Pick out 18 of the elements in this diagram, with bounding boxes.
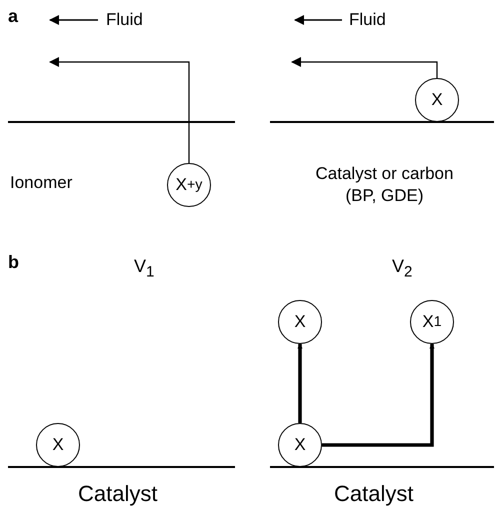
fluid-label: Fluid	[106, 10, 143, 30]
surface-label: Catalyst or carbon (BP, GDE)	[314, 163, 454, 208]
potential-label: V$_{2}$	[392, 256, 412, 281]
surface-label: Catalyst	[334, 481, 414, 507]
panel-label: b	[8, 252, 19, 273]
fluid-label: Fluid	[349, 10, 386, 30]
arrow	[322, 344, 434, 447]
species-circle: X	[278, 300, 322, 344]
species-circle: X	[36, 423, 80, 467]
arrow	[298, 344, 302, 423]
potential-label: V$_{1}$	[134, 256, 154, 281]
surface-label: Catalyst	[78, 481, 158, 507]
species-circle: X	[278, 423, 322, 467]
arrow	[291, 57, 438, 78]
panel-label: a	[8, 6, 18, 27]
surface-label: Ionomer	[10, 173, 72, 193]
species-circle: X	[415, 78, 459, 122]
arrow	[49, 57, 190, 163]
